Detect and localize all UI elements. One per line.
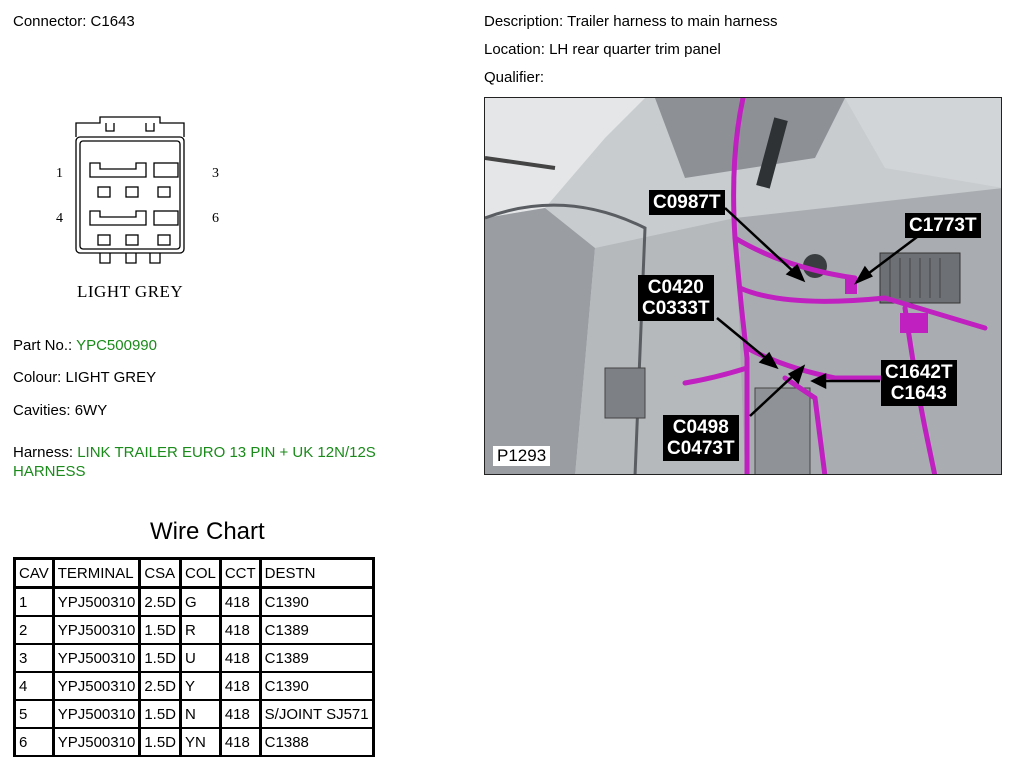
cell-cct: 418 [218,671,262,701]
cell-cav: 6 [13,727,55,757]
pin-label-3: 3 [212,166,219,181]
cell-destn: C1389 [258,615,375,645]
colour-line: Colour: LIGHT GREY [13,369,156,386]
callout-c0420-c0333t: C0420 C0333T [638,275,714,321]
callout-c0498-c0473t: C0498 C0473T [663,415,739,461]
wire-chart-table: CAV TERMINAL CSA COL CCT DESTN 1 YPJ5003… [13,557,375,757]
connector-label: Connector: [13,13,87,30]
table-row: 5 YPJ500310 1.5D N 418 S/JOINT SJ571 [13,699,375,729]
col-header-destn: DESTN [258,557,375,589]
cell-cct: 418 [218,615,262,645]
table-row: 6 YPJ500310 1.5D YN 418 C1388 [13,727,375,757]
callout-c1642t: C1642T [885,362,953,383]
part-no-value[interactable]: YPC500990 [76,337,157,354]
cell-terminal: YPJ500310 [51,671,142,701]
col-header-terminal: TERMINAL [51,557,142,589]
location-line: Location: LH rear quarter trim panel [484,41,721,58]
cell-terminal: YPJ500310 [51,727,142,757]
callout-c1642t-c1643: C1642T C1643 [881,360,957,406]
table-row: 1 YPJ500310 2.5D G 418 C1390 [13,586,375,617]
cell-cav: 1 [13,586,55,617]
cell-cct: 418 [218,643,262,673]
cell-csa: 1.5D [138,727,182,757]
location-label: Location: [484,41,545,58]
cell-terminal: YPJ500310 [51,699,142,729]
pin-label-6: 6 [212,211,219,226]
table-row: 2 YPJ500310 1.5D R 418 C1389 [13,615,375,645]
col-header-col: COL [179,557,222,589]
cell-terminal: YPJ500310 [51,643,142,673]
description-line: Description: Trailer harness to main har… [484,13,777,30]
callout-c0420: C0420 [647,277,704,298]
cell-cct: 418 [218,586,262,617]
cell-destn: C1390 [258,586,375,617]
cell-col: YN [179,727,222,757]
table-row: 3 YPJ500310 1.5D U 418 C1389 [13,643,375,673]
part-no-label: Part No.: [13,337,73,354]
cell-csa: 1.5D [138,615,182,645]
cell-cav: 2 [13,615,55,645]
col-header-cct: CCT [218,557,262,589]
callout-c0987t: C0987T [649,190,725,215]
pin-label-1: 1 [56,166,63,181]
cell-terminal: YPJ500310 [51,615,142,645]
connector-heading: Connector: C1643 [13,13,135,30]
cell-csa: 2.5D [138,671,182,701]
cell-cct: 418 [218,699,262,729]
cell-csa: 1.5D [138,699,182,729]
colour-value: LIGHT GREY [65,369,157,386]
cell-cav: 4 [13,671,55,701]
cell-cct: 418 [218,727,262,757]
cell-col: Y [179,671,222,701]
callout-c0498: C0498 [672,417,729,438]
connector-value: C1643 [90,13,135,30]
part-no-line: Part No.: YPC500990 [13,337,157,354]
cell-cav: 3 [13,643,55,673]
callout-c1773t: C1773T [905,213,981,238]
col-header-csa: CSA [138,557,182,589]
qualifier-label: Qualifier: [484,69,545,86]
pin-label-4: 4 [56,211,63,226]
cell-csa: 2.5D [138,586,182,617]
callout-c0333t: C0333T [642,298,710,319]
cell-destn: C1389 [258,643,375,673]
harness-value-line2[interactable]: HARNESS [13,463,86,480]
connector-face-diagram: 1 3 4 6 [50,115,220,280]
callout-c1643: C1643 [890,383,947,404]
harness-line: Harness: LINK TRAILER EURO 13 PIN + UK 1… [13,443,376,481]
cavities-value: 6WY [74,402,108,419]
location-value: LH rear quarter trim panel [549,41,721,58]
qualifier-line: Qualifier: [484,69,544,86]
cell-col: U [179,643,222,673]
location-photo: C0987T C1773T C0420 C0333T C1642T C1643 … [484,97,1002,475]
cell-destn: C1390 [258,671,375,701]
harness-label: Harness: [13,444,74,461]
connector-colour-caption: LIGHT GREY [77,282,184,301]
table-header-row: CAV TERMINAL CSA COL CCT DESTN [13,557,375,589]
cell-csa: 1.5D [138,643,182,673]
callout-c0473t: C0473T [667,438,735,459]
cell-terminal: YPJ500310 [51,586,142,617]
table-row: 4 YPJ500310 2.5D Y 418 C1390 [13,671,375,701]
vehicle-interior-illustration [485,98,1001,474]
cell-col: G [179,586,222,617]
connector-outline [75,116,185,264]
cavities-label: Cavities: [13,402,71,419]
cell-col: R [179,615,222,645]
cell-destn: C1388 [258,727,375,757]
cell-col: N [179,699,222,729]
figure-id: P1293 [493,446,551,466]
colour-label: Colour: [13,369,62,386]
cell-destn: S/JOINT SJ571 [258,699,375,729]
cavities-line: Cavities: 6WY [13,402,107,419]
col-header-cav: CAV [13,557,55,589]
cell-cav: 5 [13,699,55,729]
harness-value-line1[interactable]: LINK TRAILER EURO 13 PIN + UK 12N/12S [77,444,376,461]
description-value: Trailer harness to main harness [567,13,778,30]
wire-chart-title: Wire Chart [150,518,265,545]
description-label: Description: [484,13,564,30]
